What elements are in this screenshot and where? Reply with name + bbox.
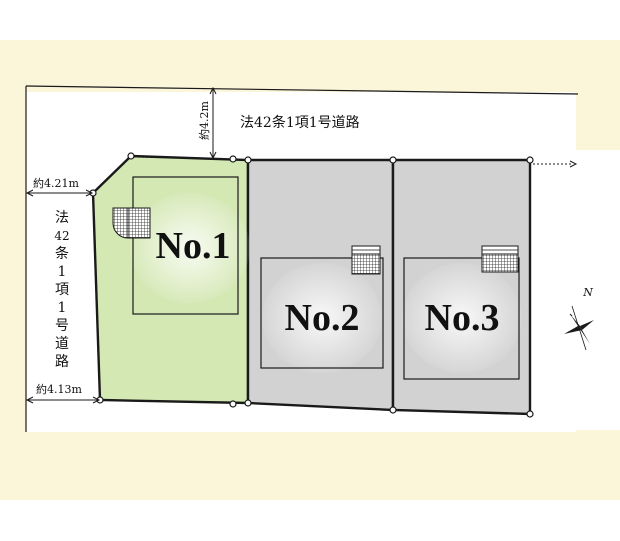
left-upper-label: 約4.21m [33,176,79,190]
road-left-label-char: 項 [55,282,69,298]
road-top-label: 法42条1項1号道路 [240,114,360,131]
road-left-label-char: 道 [55,336,69,352]
road-left-label-char: 路 [55,354,69,370]
road-left-label-char: 法 [55,210,69,226]
road-left-label-char: 1 [58,264,67,280]
left-lower-label: 約4.13m [36,382,82,396]
road-left-label-char: 条 [55,245,69,262]
road-left-label: 法 42 条 1 項 1 号道路 [54,210,69,370]
road-top-edge [25,85,579,95]
top-width-label: 約4.2m [197,101,211,140]
compass-north-label: N [582,286,593,299]
north-compass [564,305,594,351]
boundary-markers [89,152,534,418]
lot-3-building [403,257,520,380]
east-arrow [569,160,578,168]
left-lower-dimension [25,396,101,404]
road-left-label-char: 号 [55,318,69,334]
top-width-dimension [209,86,217,160]
road-left-label-char: 42 [54,229,69,243]
lot-2-entrance-mark [351,245,381,275]
road-left-label-char: 1 [58,300,67,316]
lot-1-entrance-mark [112,207,151,239]
lot-2-label: No.2 [285,297,360,339]
lot-3-label: No.3 [425,297,500,339]
lot-2-glow [262,263,382,373]
lot-1-glow [130,193,250,303]
lot-2-building [260,257,384,369]
lot-3-glow [402,263,522,373]
left-upper-dimension [25,189,94,197]
east-area [530,150,620,430]
lot-1-label: No.1 [156,225,231,267]
lot-1-building [132,176,239,315]
lot-3-entrance-mark [481,245,519,273]
